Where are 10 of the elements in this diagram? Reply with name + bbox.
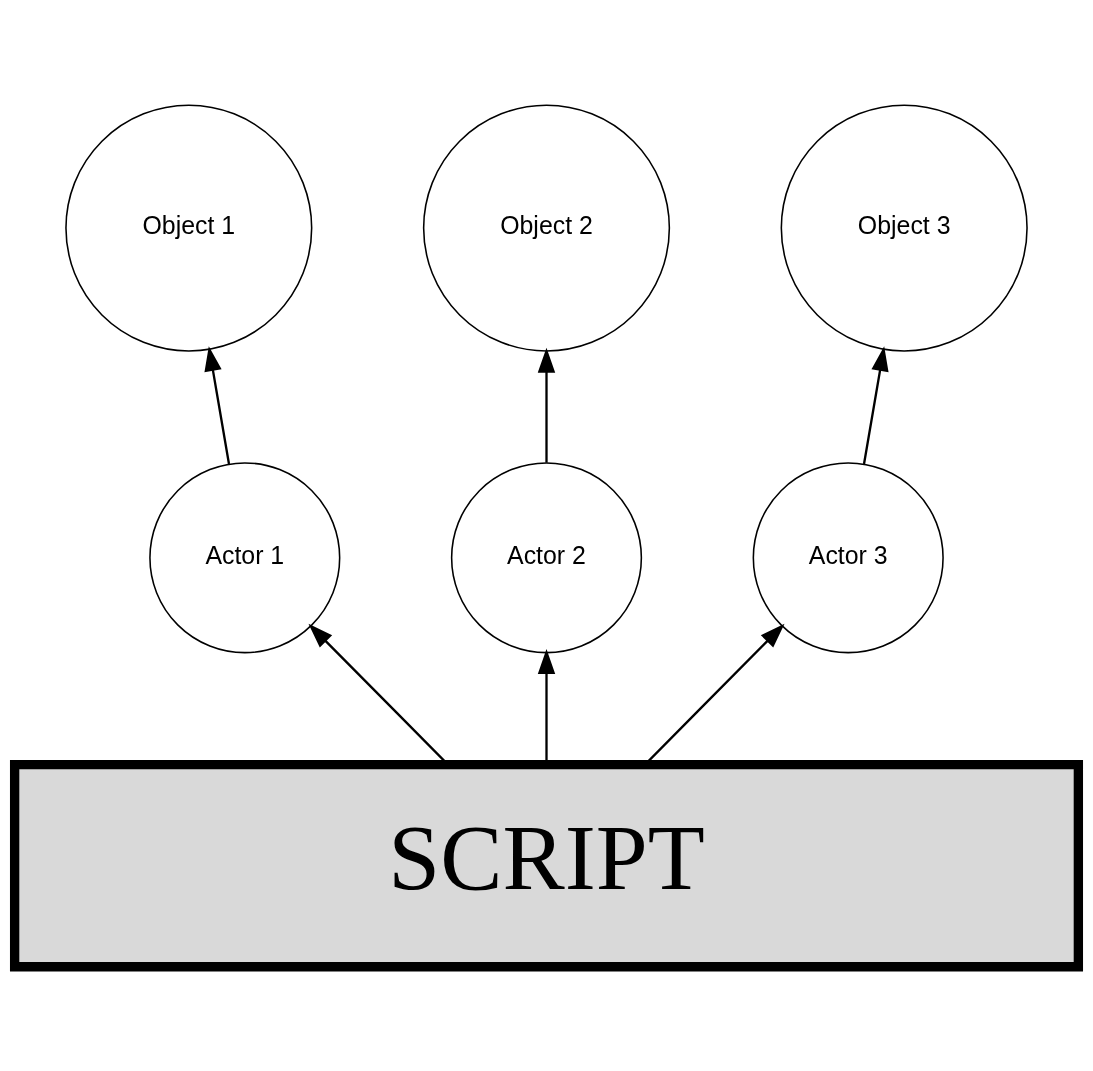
node-circle: Object 2 (422, 103, 671, 352)
node-circle: Object 3 (780, 103, 1028, 352)
node-box: SCRIPT (9, 759, 1084, 971)
arrow (537, 347, 556, 463)
node-circle: Actor 2 (450, 461, 643, 653)
node-circle: Object 1 (65, 103, 313, 352)
node-circle: Actor 3 (752, 461, 944, 653)
node-circle: Actor 1 (149, 461, 341, 653)
arrow (204, 345, 231, 464)
arrow (862, 345, 889, 464)
